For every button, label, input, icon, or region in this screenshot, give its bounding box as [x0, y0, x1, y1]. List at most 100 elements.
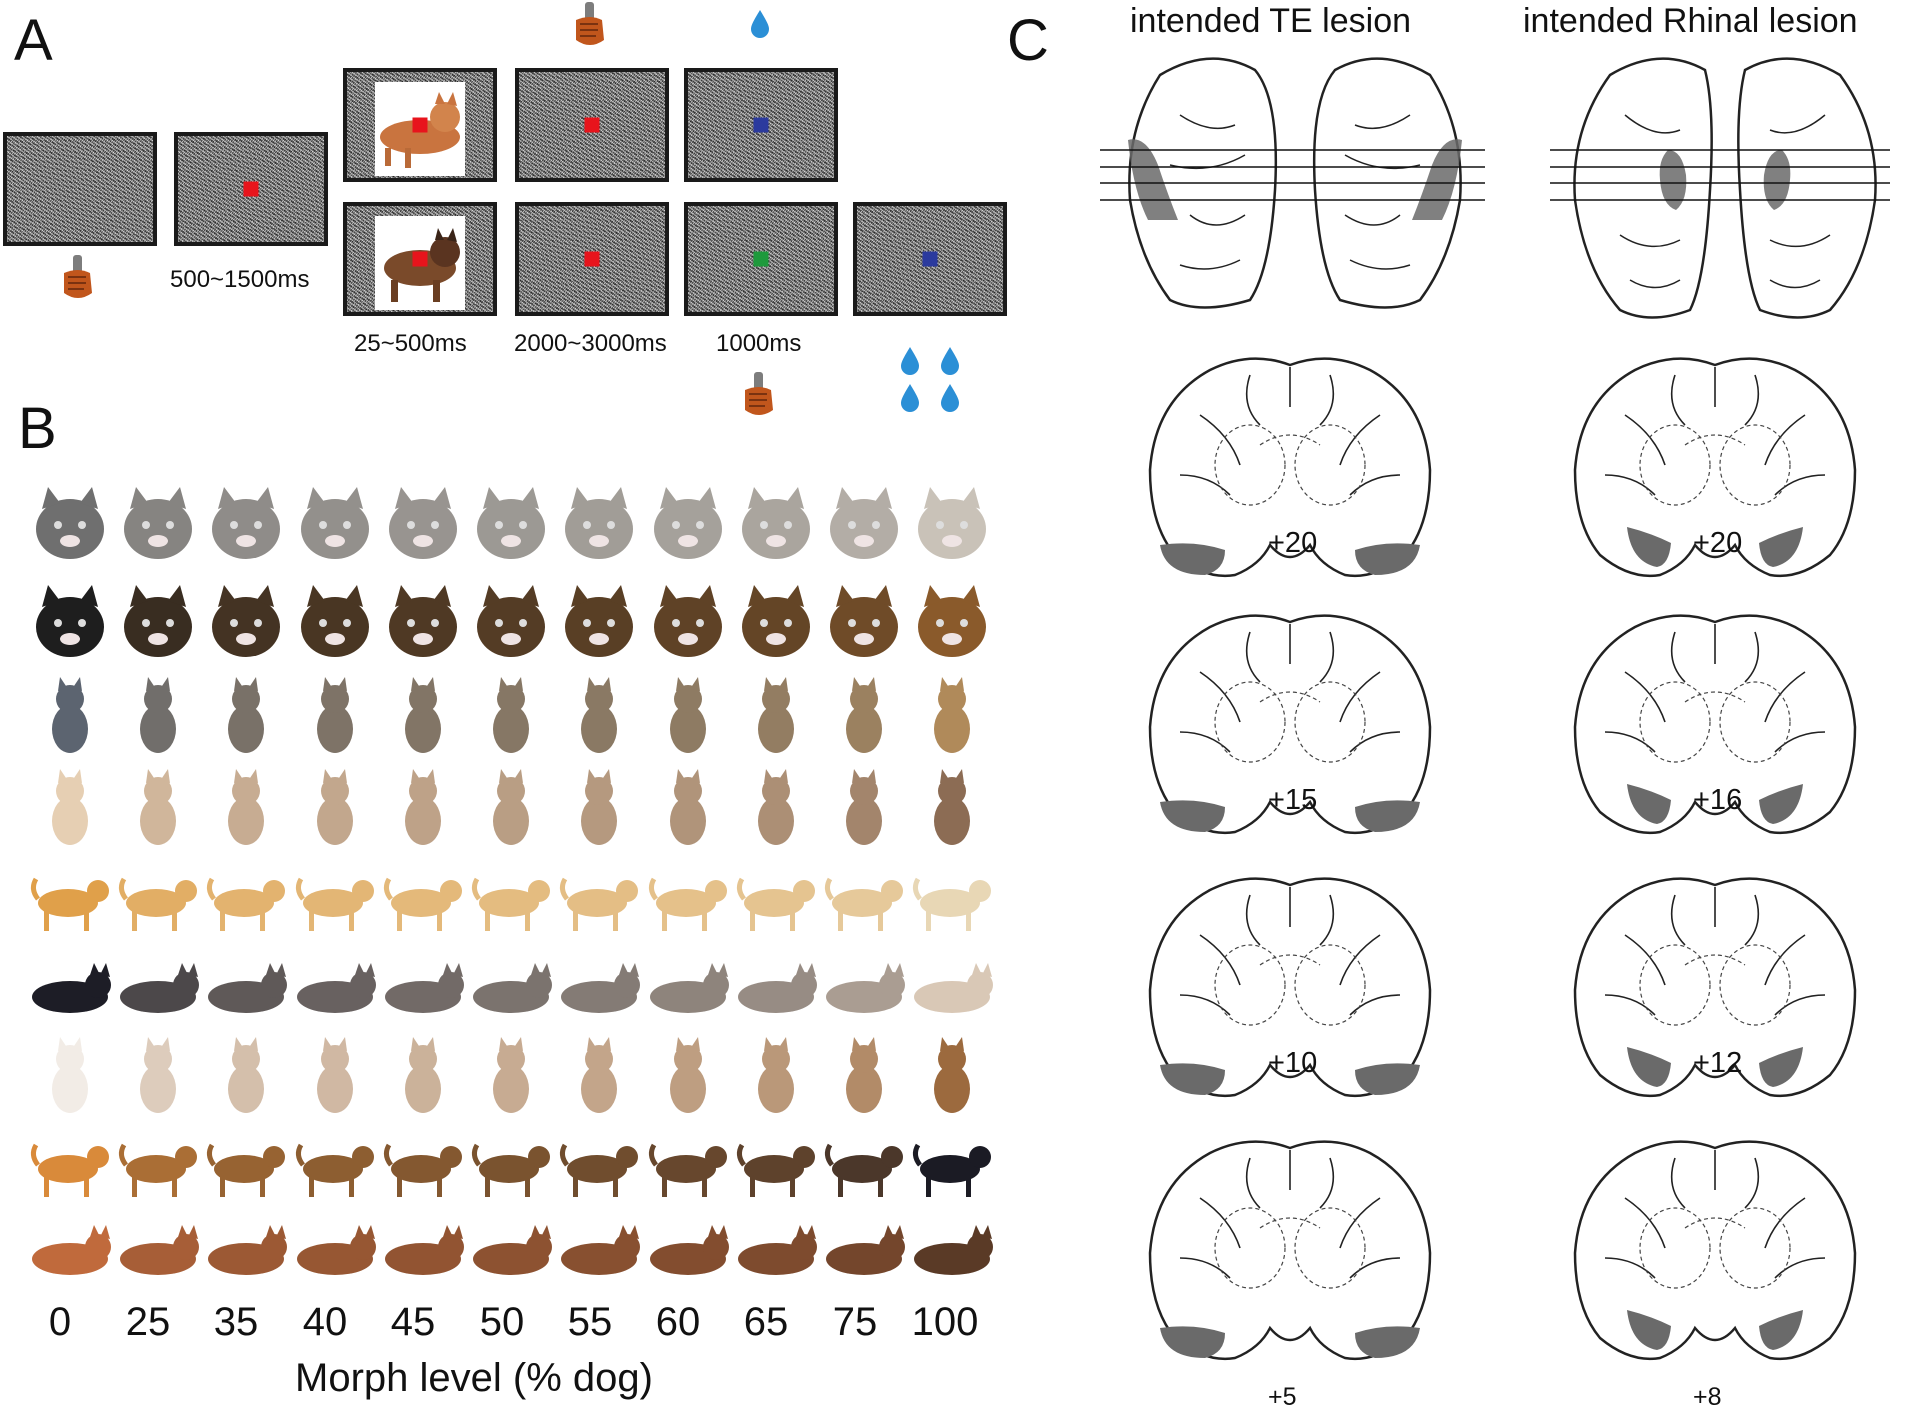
coronal-section-drawing [1573, 357, 1857, 577]
morph-thumbnail [736, 877, 815, 931]
morph-level-tick-label: 55 [567, 1300, 613, 1344]
morph-thumbnail [830, 487, 898, 559]
dog-sample-drawing [384, 228, 460, 302]
morph-thumbnail [206, 877, 285, 931]
reward-screen-dog [853, 202, 1007, 316]
morph-thumbnail [52, 769, 88, 845]
delay-duration-label: 2000~3000ms [514, 330, 667, 357]
red-fixation-dot [243, 181, 259, 197]
morph-row [10, 485, 990, 573]
morph-row [10, 859, 991, 947]
morph-thumbnail [405, 769, 441, 845]
morph-thumbnail [742, 585, 810, 657]
morph-thumbnail [934, 769, 970, 845]
morph-thumbnail [140, 677, 176, 753]
morph-thumbnail [581, 677, 617, 753]
rhinal-ventral-brain-view [1550, 57, 1890, 319]
morph-thumbnail [648, 1143, 727, 1197]
rhinal-lesion-title: intended Rhinal lesion [1523, 2, 1858, 40]
morph-thumbnail [405, 1037, 441, 1113]
water-drop-icon [751, 10, 769, 38]
sample-screen-cat [343, 68, 497, 182]
sample-screen-dog [343, 202, 497, 316]
morph-thumbnail [297, 963, 376, 1013]
morph-thumbnail [317, 1037, 353, 1113]
morph-thumbnail [914, 963, 993, 1013]
morph-thumbnail [559, 1143, 638, 1197]
morph-thumbnail [493, 677, 529, 753]
section-coordinate-label: +15 [1268, 784, 1318, 816]
morph-thumbnail [846, 1037, 882, 1113]
morph-thumbnail [301, 487, 369, 559]
morph-thumbnail [228, 677, 264, 753]
morph-thumbnail [493, 1037, 529, 1113]
choice-duration-label: 1000ms [716, 330, 802, 357]
morph-thumbnail [52, 1037, 88, 1113]
blue-target-dot [922, 251, 938, 267]
morph-thumbnail [295, 1143, 374, 1197]
section-coordinate-label: +20 [1693, 527, 1743, 559]
morph-thumbnail [36, 585, 104, 657]
morph-level-tick-label: 25 [125, 1300, 171, 1344]
section-coordinate-label: +16 [1693, 784, 1743, 816]
coronal-section-drawing [1573, 877, 1857, 1097]
morph-thumbnail [918, 585, 986, 657]
morph-thumbnail [140, 769, 176, 845]
delay-screen-dog [515, 202, 669, 316]
water-drop-icon [941, 347, 959, 375]
morph-thumbnail [934, 1037, 970, 1113]
morph-thumbnail [758, 769, 794, 845]
hand-lever-icon [64, 255, 92, 298]
morph-thumbnail [559, 877, 638, 931]
morph-thumbnail [581, 1037, 617, 1113]
morph-thumbnail [206, 1143, 285, 1197]
morph-thumbnail [32, 963, 111, 1013]
morph-row [10, 767, 990, 855]
morph-thumbnail [758, 1037, 794, 1113]
red-fixation-dot [412, 117, 428, 133]
morph-thumbnail [295, 877, 374, 931]
water-drop-icon [901, 347, 919, 375]
morph-thumbnail [389, 585, 457, 657]
te-ventral-brain-view [1100, 57, 1485, 309]
morph-thumbnail [830, 585, 898, 657]
morph-thumbnail [212, 487, 280, 559]
hand-lever-icon [745, 372, 773, 415]
morph-thumbnail [405, 677, 441, 753]
panel-a-label: A [14, 8, 53, 73]
morph-thumbnail [124, 487, 192, 559]
morph-thumbnail [208, 963, 287, 1013]
morph-thumbnail [477, 585, 545, 657]
morph-thumbnail [212, 585, 280, 657]
morph-thumbnail [912, 877, 991, 931]
section-coordinate-label: +10 [1268, 1047, 1318, 1079]
red-fixation-dot [584, 117, 600, 133]
delay-screen-cat [515, 68, 669, 182]
morph-thumbnail [118, 1143, 197, 1197]
te-lesion-title: intended TE lesion [1130, 2, 1412, 40]
morph-thumbnail [738, 1225, 817, 1275]
morph-thumbnail [385, 1225, 464, 1275]
morph-thumbnail [120, 963, 199, 1013]
section-coordinate-label: +12 [1693, 1047, 1743, 1079]
morph-thumbnail [918, 487, 986, 559]
coronal-section-drawing [1573, 1140, 1857, 1360]
morph-thumbnail [846, 677, 882, 753]
morph-image-grid [10, 485, 993, 1285]
morph-level-tick-label: 60 [655, 1300, 701, 1344]
coronal-section-drawing [1148, 357, 1432, 577]
morph-level-tick-label: 100 [911, 1300, 979, 1344]
morph-thumbnail [826, 1225, 905, 1275]
morph-thumbnail [471, 877, 550, 931]
morph-thumbnail [317, 769, 353, 845]
morph-thumbnail [565, 487, 633, 559]
morph-thumbnail [654, 585, 722, 657]
morph-thumbnail [473, 1225, 552, 1275]
fixation-duration-label: 500~1500ms [170, 266, 310, 293]
morph-row [10, 583, 990, 671]
morph-thumbnail [824, 1143, 903, 1197]
panel-b-label: B [18, 396, 57, 461]
morph-thumbnail [493, 769, 529, 845]
morph-thumbnail [565, 585, 633, 657]
morph-thumbnail [912, 1143, 991, 1197]
